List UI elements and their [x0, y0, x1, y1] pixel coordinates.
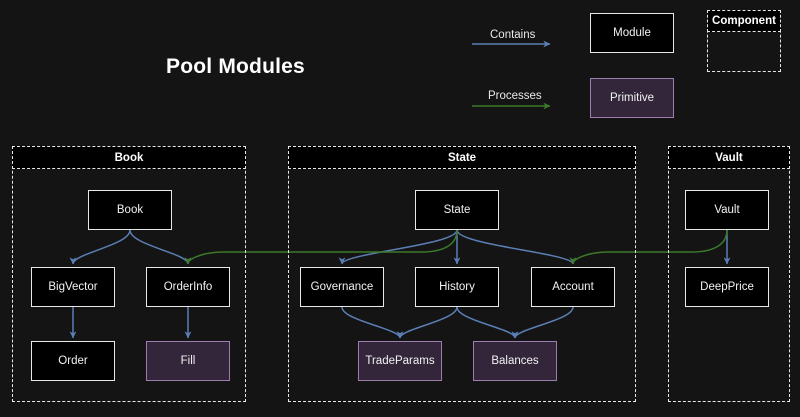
legend-processes-label: Processes	[488, 90, 542, 102]
page-title: Pool Modules	[166, 55, 305, 78]
node-governance[interactable]: Governance	[300, 267, 384, 307]
group-label: Vault	[715, 151, 743, 164]
legend-contains-label: Contains	[490, 29, 536, 41]
legend-component-label: Component	[712, 15, 776, 27]
node-bigvector[interactable]: BigVector	[31, 267, 115, 307]
node-tradeparams[interactable]: TradeParams	[358, 341, 442, 381]
node-label: State	[443, 204, 471, 216]
node-label: Balances	[491, 355, 539, 367]
node-label: DeepPrice	[700, 281, 754, 293]
node-label: OrderInfo	[163, 281, 213, 293]
legend-primitive-swatch: Primitive	[590, 78, 674, 118]
legend-primitive-label: Primitive	[609, 92, 655, 104]
node-book[interactable]: Book	[88, 190, 172, 230]
node-label: TradeParams	[365, 355, 435, 367]
legend-component-header: Component	[707, 10, 781, 32]
node-deepprice[interactable]: DeepPrice	[685, 267, 769, 307]
node-vault[interactable]: Vault	[685, 190, 769, 230]
legend-module-swatch: Module	[590, 13, 674, 53]
node-orderinfo[interactable]: OrderInfo	[146, 267, 230, 307]
legend-module-label: Module	[613, 27, 651, 39]
node-label: Governance	[310, 281, 374, 293]
node-label: Order	[58, 355, 88, 367]
node-label: Book	[116, 204, 144, 216]
legend-contains-arrow-icon	[472, 40, 551, 48]
node-label: BigVector	[48, 281, 98, 293]
node-label: History	[439, 281, 475, 293]
group-header-vault: Vault	[668, 146, 790, 169]
node-fill[interactable]: Fill	[146, 341, 230, 381]
group-label: State	[447, 151, 477, 164]
node-balances[interactable]: Balances	[473, 341, 557, 381]
node-account[interactable]: Account	[531, 267, 615, 307]
node-history[interactable]: History	[415, 267, 499, 307]
node-label: Vault	[714, 204, 740, 216]
group-header-book: Book	[12, 146, 246, 169]
group-header-state: State	[288, 146, 636, 169]
node-label: Fill	[180, 355, 196, 367]
node-state[interactable]: State	[415, 190, 499, 230]
node-order[interactable]: Order	[31, 341, 115, 381]
group-label: Book	[114, 151, 144, 164]
node-label: Account	[552, 281, 594, 293]
legend-processes-arrow-icon	[472, 102, 551, 110]
